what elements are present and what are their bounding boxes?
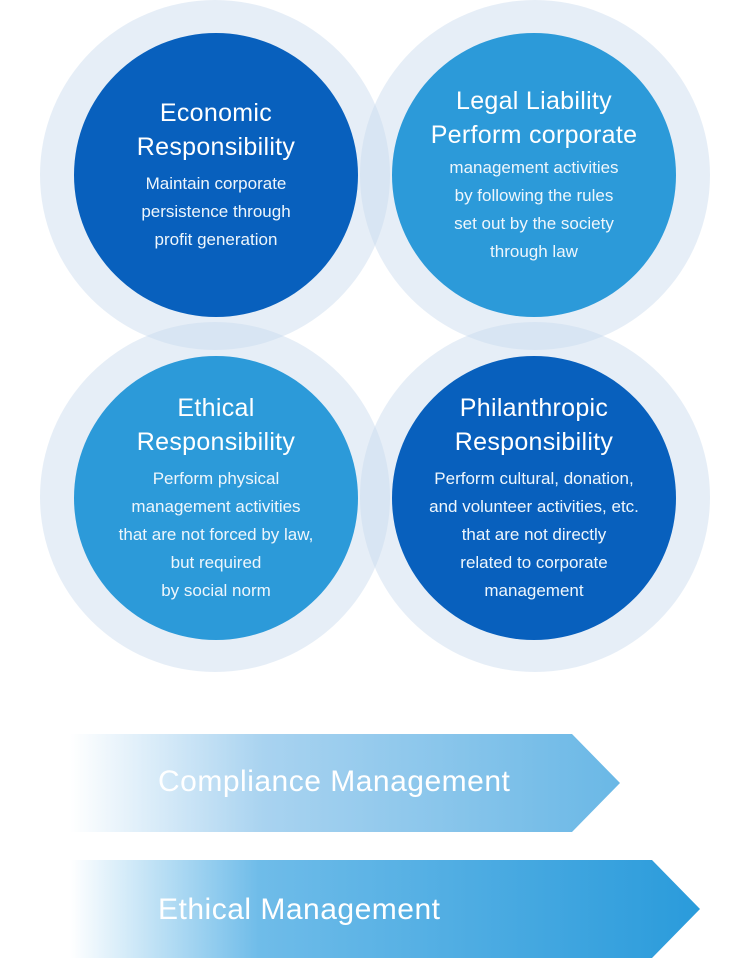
circle-legal-liability: Legal Liability Perform corporate manage… — [392, 33, 676, 317]
arrow-label: Compliance Management — [158, 765, 511, 798]
circle-description: Perform cultural, donation, and voluntee… — [429, 469, 639, 600]
circle-ethical-responsibility: Ethical Responsibility Perform physical … — [74, 356, 358, 640]
circle-title: Philanthropic Responsibility — [454, 394, 614, 456]
circle-title: Legal Liability Perform corporate — [430, 87, 638, 149]
circle-description: management activities by following the r… — [449, 158, 619, 261]
arrow-shape — [70, 734, 620, 832]
circle-philanthropic-responsibility: Philanthropic Responsibility Perform cul… — [392, 356, 676, 640]
circle-description: Perform physical management activities t… — [118, 469, 314, 600]
arrow-shape — [70, 860, 700, 958]
arrow-label: Ethical Management — [158, 893, 441, 926]
circle-description: Maintain corporate persistence through p… — [141, 174, 291, 249]
circle-title: Economic Responsibility — [136, 99, 296, 161]
arrow-ethical-management: Ethical Management — [0, 860, 750, 958]
circle-economic-responsibility: Economic Responsibility Maintain corpora… — [74, 33, 358, 317]
circle-title: Ethical Responsibility — [136, 394, 296, 456]
csr-diagram: Economic Responsibility Maintain corpora… — [40, 0, 710, 672]
arrow-compliance-management: Compliance Management — [0, 734, 750, 832]
